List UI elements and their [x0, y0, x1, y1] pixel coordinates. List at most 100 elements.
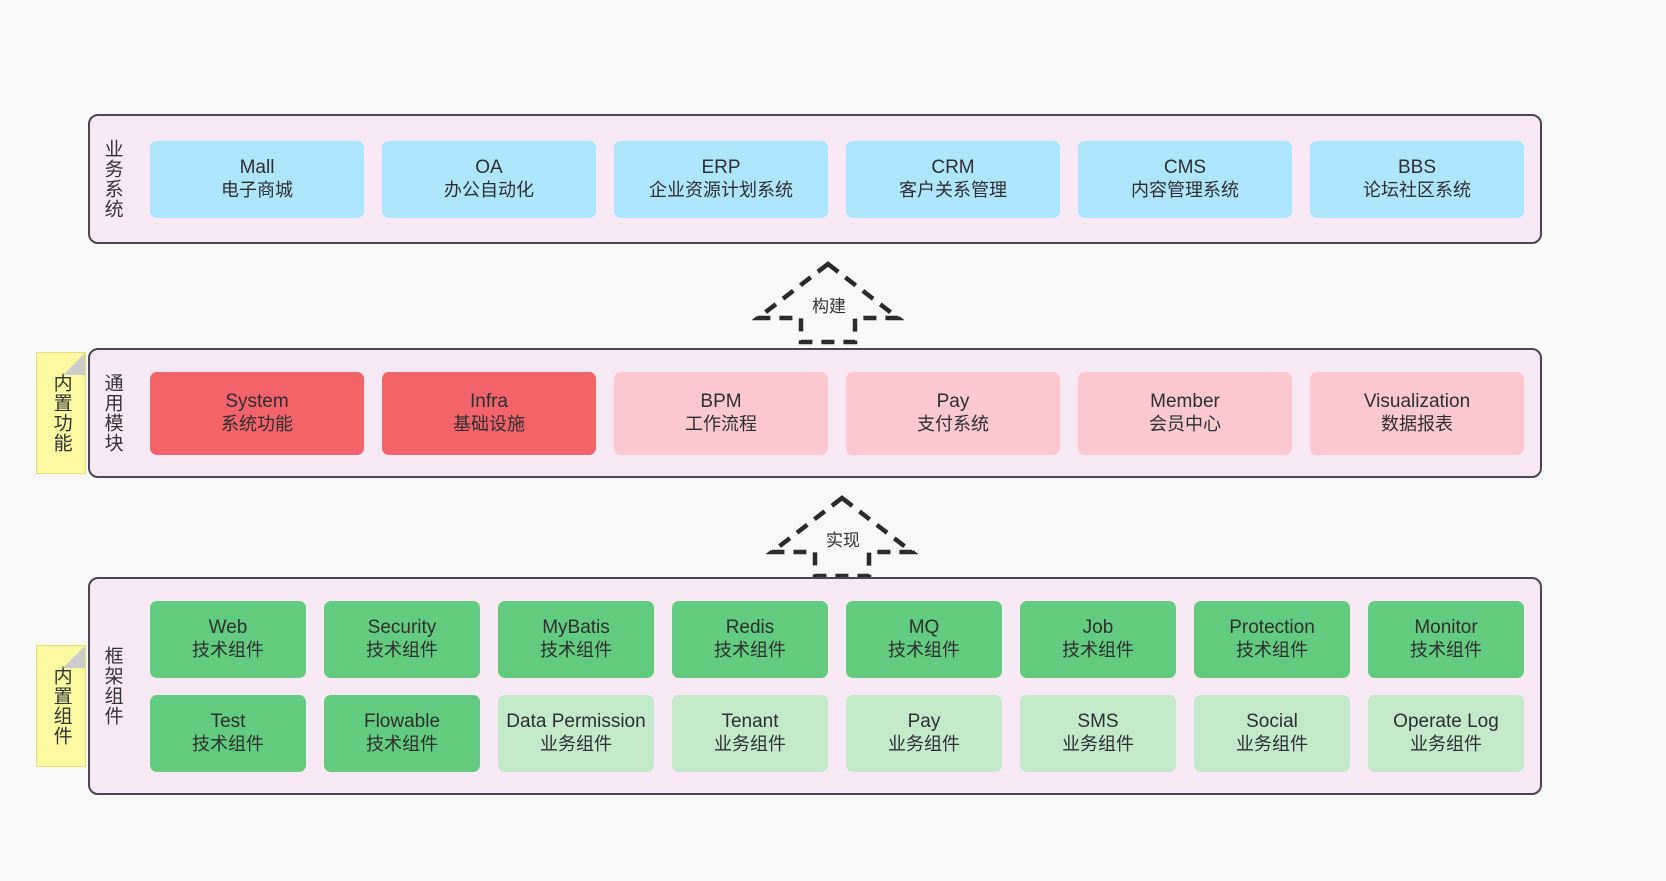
node-visualization[interactable]: Visualization 数据报表 [1310, 371, 1524, 455]
node-cms[interactable]: CMS 内容管理系统 [1078, 140, 1292, 218]
connector-implement-label: 实现 [826, 531, 860, 550]
node-subtitle: 技术组件 [1410, 639, 1482, 660]
node-subtitle: 支付系统 [917, 413, 989, 434]
note-text: 内置功能 [50, 373, 72, 453]
node-flowable[interactable]: Flowable 技术组件 [324, 694, 480, 772]
node-title: CRM [931, 157, 975, 179]
node-title: MyBatis [542, 617, 610, 639]
node-subtitle: 业务组件 [1062, 733, 1134, 754]
node-infra[interactable]: Infra 基础设施 [382, 371, 596, 455]
node-subtitle: 技术组件 [888, 639, 960, 660]
node-title: Member [1150, 391, 1220, 413]
node-security[interactable]: Security 技术组件 [324, 600, 480, 678]
layer-business-systems: 业务系统 Mall 电子商城 OA 办公自动化 ERP 企业资源计划系统 CRM… [88, 114, 1542, 244]
node-mall[interactable]: Mall 电子商城 [150, 140, 364, 218]
node-subtitle: 技术组件 [366, 639, 438, 660]
node-job[interactable]: Job 技术组件 [1020, 600, 1176, 678]
node-title: System [225, 391, 289, 413]
node-subtitle: 业务组件 [888, 733, 960, 754]
node-title: Web [208, 617, 248, 639]
node-title: Mall [239, 157, 275, 179]
node-title: Pay [936, 391, 970, 413]
node-title: Job [1082, 617, 1114, 639]
node-member[interactable]: Member 会员中心 [1078, 371, 1292, 455]
layer-common-modules: 通用模块 System 系统功能 Infra 基础设施 BPM 工作流程 Pay… [88, 348, 1542, 478]
node-web[interactable]: Web 技术组件 [150, 600, 306, 678]
layer-body-business-systems: Mall 电子商城 OA 办公自动化 ERP 企业资源计划系统 CRM 客户关系… [134, 116, 1540, 242]
node-subtitle: 数据报表 [1381, 413, 1453, 434]
node-title: Pay [907, 711, 941, 733]
node-monitor[interactable]: Monitor 技术组件 [1368, 600, 1524, 678]
node-title: SMS [1077, 711, 1119, 733]
connector-build-label: 构建 [812, 297, 846, 316]
note-builtin-components: 内置组件 [36, 645, 86, 767]
node-title: Operate Log [1393, 711, 1499, 733]
node-subtitle: 会员中心 [1149, 413, 1221, 434]
node-title: Tenant [721, 711, 779, 733]
node-mq[interactable]: MQ 技术组件 [846, 600, 1002, 678]
node-title: Data Permission [506, 711, 646, 733]
note-text: 内置组件 [50, 666, 72, 746]
node-title: CMS [1163, 157, 1207, 179]
node-subtitle: 基础设施 [453, 413, 525, 434]
node-system[interactable]: System 系统功能 [150, 371, 364, 455]
layer-label-framework-components: 框架组件 [101, 646, 123, 726]
node-title: Test [210, 711, 246, 733]
node-oa[interactable]: OA 办公自动化 [382, 140, 596, 218]
node-title: Security [367, 617, 437, 639]
node-operate-log[interactable]: Operate Log 业务组件 [1368, 694, 1524, 772]
node-tenant[interactable]: Tenant 业务组件 [672, 694, 828, 772]
node-subtitle: 企业资源计划系统 [649, 179, 793, 200]
node-subtitle: 论坛社区系统 [1363, 179, 1471, 200]
node-protection[interactable]: Protection 技术组件 [1194, 600, 1350, 678]
node-subtitle: 技术组件 [1062, 639, 1134, 660]
node-title: ERP [701, 157, 741, 179]
node-title: BBS [1397, 157, 1437, 179]
node-title: Monitor [1414, 617, 1478, 639]
node-mybatis[interactable]: MyBatis 技术组件 [498, 600, 654, 678]
node-title: Protection [1229, 617, 1315, 639]
layer-label-business-systems: 业务系统 [101, 139, 123, 219]
node-subtitle: 系统功能 [221, 413, 293, 434]
layer-label-common-modules: 通用模块 [101, 373, 123, 453]
node-title: MQ [908, 617, 940, 639]
node-pay-component[interactable]: Pay 业务组件 [846, 694, 1002, 772]
note-builtin-features: 内置功能 [36, 352, 86, 474]
node-subtitle: 业务组件 [540, 733, 612, 754]
node-test[interactable]: Test 技术组件 [150, 694, 306, 772]
node-title: Social [1246, 711, 1298, 733]
node-title: Redis [725, 617, 775, 639]
node-title: BPM [700, 391, 742, 413]
node-sms[interactable]: SMS 业务组件 [1020, 694, 1176, 772]
node-bbs[interactable]: BBS 论坛社区系统 [1310, 140, 1524, 218]
node-bpm[interactable]: BPM 工作流程 [614, 371, 828, 455]
node-crm[interactable]: CRM 客户关系管理 [846, 140, 1060, 218]
node-erp[interactable]: ERP 企业资源计划系统 [614, 140, 828, 218]
node-data-permission[interactable]: Data Permission 业务组件 [498, 694, 654, 772]
node-row: Test 技术组件 Flowable 技术组件 Data Permission … [150, 694, 1524, 772]
node-title: Visualization [1363, 391, 1471, 413]
node-subtitle: 电子商城 [221, 179, 293, 200]
node-subtitle: 技术组件 [192, 639, 264, 660]
node-pay[interactable]: Pay 支付系统 [846, 371, 1060, 455]
node-subtitle: 技术组件 [714, 639, 786, 660]
node-subtitle: 客户关系管理 [899, 179, 1007, 200]
node-subtitle: 业务组件 [714, 733, 786, 754]
node-subtitle: 技术组件 [192, 733, 264, 754]
node-title: Flowable [363, 711, 441, 733]
node-subtitle: 技术组件 [366, 733, 438, 754]
layer-framework-components: 框架组件 Web 技术组件 Security 技术组件 MyBatis 技术组件… [88, 577, 1542, 795]
node-row: Web 技术组件 Security 技术组件 MyBatis 技术组件 Redi… [150, 600, 1524, 678]
node-subtitle: 业务组件 [1410, 733, 1482, 754]
node-social[interactable]: Social 业务组件 [1194, 694, 1350, 772]
node-subtitle: 技术组件 [540, 639, 612, 660]
layer-body-framework-components: Web 技术组件 Security 技术组件 MyBatis 技术组件 Redi… [134, 579, 1540, 793]
node-row: Mall 电子商城 OA 办公自动化 ERP 企业资源计划系统 CRM 客户关系… [150, 140, 1524, 218]
node-subtitle: 工作流程 [685, 413, 757, 434]
node-redis[interactable]: Redis 技术组件 [672, 600, 828, 678]
node-title: OA [475, 157, 503, 179]
node-subtitle: 技术组件 [1236, 639, 1308, 660]
node-subtitle: 办公自动化 [444, 179, 534, 200]
node-title: Infra [469, 391, 509, 413]
